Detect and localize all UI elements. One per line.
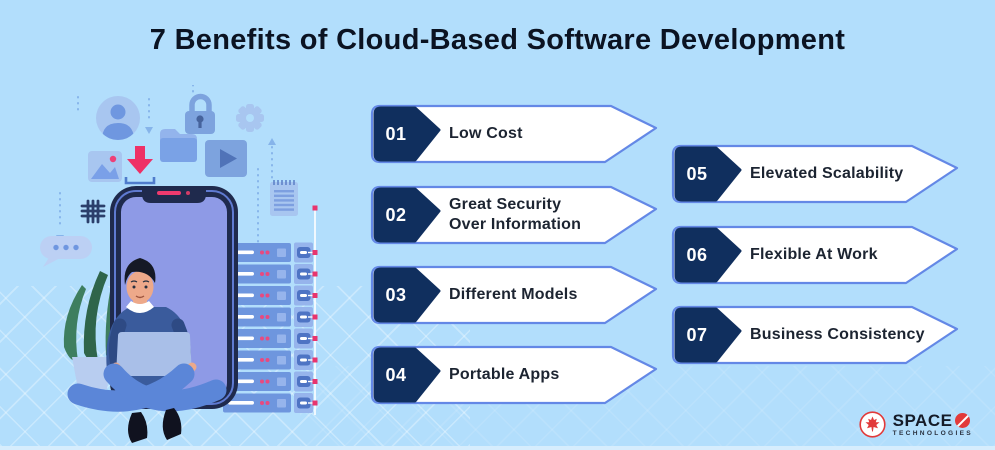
infographic-title: 7 Benefits of Cloud-Based Software Devel… (149, 24, 846, 56)
number-badge (373, 106, 441, 162)
benefit-banner: 04 Portable Apps (369, 345, 659, 405)
developer-character (67, 258, 227, 443)
benefit-banner: 01 Low Cost (369, 104, 659, 164)
benefit-label: Low Cost (449, 125, 523, 142)
shoe (162, 408, 182, 440)
benefit-label: Elevated Scalability (750, 165, 904, 182)
gear-icon (236, 104, 264, 132)
spaceo-logo: SPACE TECHNOLOGIES (859, 411, 973, 438)
hair (124, 258, 156, 285)
number-badge (674, 146, 742, 202)
banner-shape (671, 305, 959, 365)
banner-shape (370, 104, 658, 164)
banner-shape (370, 265, 658, 325)
chat-bubble-icon (40, 236, 92, 267)
brand-tagline: TECHNOLOGIES (892, 429, 973, 437)
head (126, 271, 154, 303)
banner-shape (671, 225, 959, 285)
benefit-label: Different Models (449, 286, 578, 303)
benefit-number: 06 (686, 244, 708, 265)
benefit-banner: 02 Great Security Over Information (369, 185, 659, 245)
benefit-number: 03 (385, 284, 407, 305)
benefit-label: Portable Apps (449, 366, 560, 383)
number-badge (373, 267, 441, 323)
benefit-banner: 03 Different Models (369, 265, 659, 325)
number-badge (674, 307, 742, 363)
benefit-label: Flexible At Work (750, 246, 878, 263)
connector-dots (59, 85, 273, 252)
cloud-illustration (40, 85, 318, 443)
benefit-label: Business Consistency (750, 326, 925, 343)
collar (126, 301, 154, 313)
benefit-number: 07 (686, 324, 708, 345)
padlock-icon (185, 93, 215, 134)
hash-pattern-icon (80, 199, 106, 224)
number-badge (674, 227, 742, 283)
benefit-banner: 05 Elevated Scalability (670, 144, 960, 204)
benefit-banner: 07 Business Consistency (670, 305, 960, 365)
o-slash-icon (955, 412, 971, 428)
folder-icon (160, 129, 197, 162)
number-badge (373, 347, 441, 403)
banner-shape (370, 345, 658, 405)
benefit-banner: 06 Flexible At Work (670, 225, 960, 285)
benefit-number: 05 (686, 163, 708, 184)
image-icon (88, 151, 122, 182)
benefit-number: 01 (385, 123, 407, 144)
user-avatar-icon (96, 96, 140, 140)
maple-leaf-icon (859, 411, 886, 438)
banner-shape (671, 144, 959, 204)
shoe (128, 412, 148, 443)
video-play-icon (205, 140, 247, 177)
download-icon (124, 146, 156, 185)
benefit-number: 04 (385, 364, 407, 385)
notepad-icon (270, 180, 298, 216)
benefit-label: Great Security Over Information (449, 196, 582, 233)
bottom-edge (0, 446, 995, 450)
laptop (116, 332, 192, 376)
leg (103, 363, 227, 412)
banner-shape (370, 185, 658, 245)
brand-name: SPACE (892, 410, 953, 430)
number-badge (373, 187, 441, 243)
benefit-number: 02 (385, 204, 407, 225)
